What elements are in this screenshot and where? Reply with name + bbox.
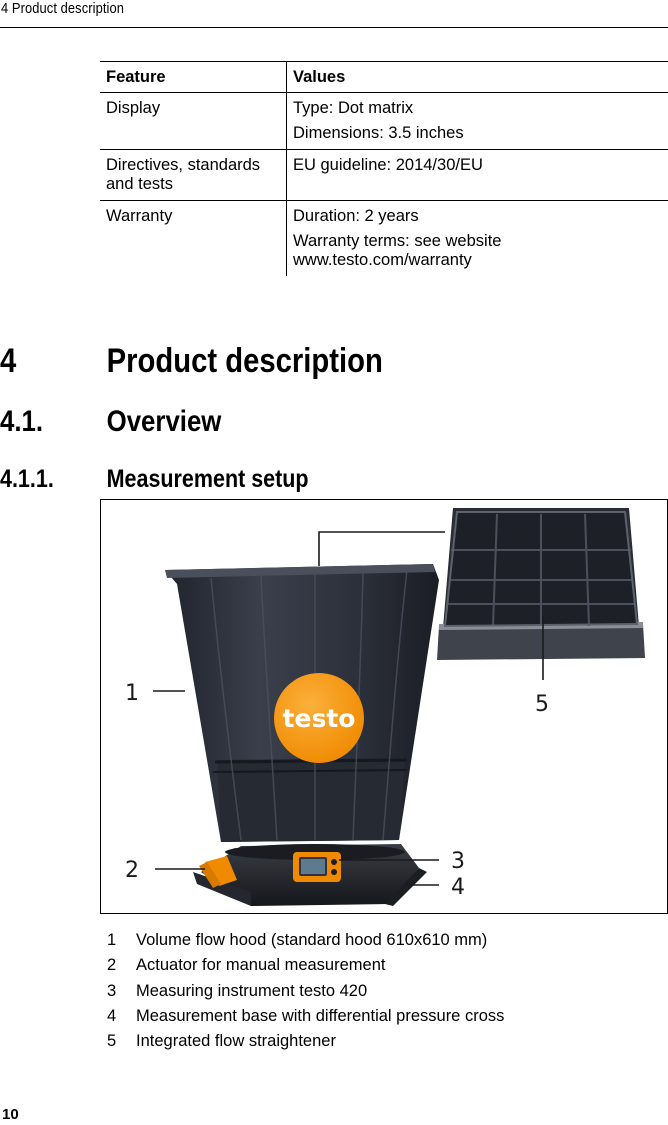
running-header: 4 Product description bbox=[1, 0, 124, 17]
legend-text: Integrated flow straightener bbox=[136, 1032, 336, 1051]
column-header-feature: Feature bbox=[100, 61, 287, 93]
table-header-row: Feature Values bbox=[100, 61, 668, 93]
flow-straightener bbox=[437, 508, 645, 660]
feature-cell: Display bbox=[100, 92, 287, 150]
callout-4: 4 bbox=[451, 875, 465, 900]
values-cell: Duration: 2 years Warranty terms: see we… bbox=[287, 201, 668, 277]
legend-text: Actuator for manual measurement bbox=[136, 956, 386, 975]
legend-number: 4 bbox=[107, 1006, 117, 1025]
legend-text: Measurement base with differential press… bbox=[136, 1006, 505, 1025]
feature-cell: Directives, standards and tests bbox=[100, 149, 287, 201]
figure-legend: 1 Volume flow hood (standard hood 610x610… bbox=[107, 928, 504, 1054]
heading-3-title: Measurement setup bbox=[106, 465, 309, 493]
legend-number: 2 bbox=[107, 956, 117, 975]
heading-1-title: Product description bbox=[106, 342, 383, 380]
value-line: Duration: 2 years bbox=[293, 207, 419, 225]
table-row: Warranty Duration: 2 years Warranty term… bbox=[100, 200, 668, 277]
column-header-values: Values bbox=[293, 68, 346, 86]
heading-1-number: 4 bbox=[0, 342, 17, 380]
legend-text: Volume flow hood (standard hood 610x610 … bbox=[136, 931, 488, 949]
logo-text: testo bbox=[283, 704, 356, 733]
legend-number: 5 bbox=[107, 1032, 117, 1051]
values-cell: EU guideline: 2014/30/EU bbox=[287, 150, 668, 201]
heading-2-title: Overview bbox=[106, 405, 222, 438]
callout-1: 1 bbox=[125, 681, 139, 706]
header-rule bbox=[0, 27, 668, 28]
callout-2: 2 bbox=[125, 858, 139, 883]
feature-cell: Warranty bbox=[100, 200, 287, 276]
legend-text: Measuring instrument testo 420 bbox=[136, 981, 368, 1000]
legend-number: 3 bbox=[107, 981, 117, 1000]
measurement-setup-illustration: testo bbox=[125, 508, 645, 906]
callout-3: 3 bbox=[451, 849, 465, 874]
list-item: 2 Actuator for manual measurement bbox=[107, 953, 504, 978]
page-number: 10 bbox=[2, 1106, 19, 1123]
testo-logo: testo bbox=[274, 673, 364, 763]
list-item: 3 Measuring instrument testo 420 bbox=[107, 979, 504, 1004]
legend-number: 1 bbox=[107, 931, 117, 949]
measurement-setup-figure: testo bbox=[100, 499, 668, 914]
value-line: Warranty terms: see website www.testo.co… bbox=[293, 232, 502, 269]
table-row: Directives, standards and tests EU guide… bbox=[100, 149, 668, 201]
value-line: EU guideline: 2014/30/EU bbox=[293, 156, 483, 174]
values-cell: Type: Dot matrix Dimensions: 3.5 inches bbox=[287, 93, 668, 150]
list-item: 4 Measurement base with differential pres… bbox=[107, 1004, 504, 1029]
list-item: 1 Volume flow hood (standard hood 610x610… bbox=[107, 928, 504, 953]
spec-table: Feature Values Display Type: Dot matrix … bbox=[100, 61, 668, 276]
value-line: Type: Dot matrix bbox=[293, 99, 414, 117]
value-line: Dimensions: 3.5 inches bbox=[293, 124, 464, 142]
measuring-instrument bbox=[293, 852, 341, 882]
list-item: 5 Integrated flow straightener bbox=[107, 1029, 504, 1054]
callout-5: 5 bbox=[535, 692, 549, 717]
callout-lines bbox=[153, 531, 544, 886]
heading-3-number: 4.1.1. bbox=[0, 465, 54, 493]
table-row: Display Type: Dot matrix Dimensions: 3.5… bbox=[100, 92, 668, 150]
heading-2-number: 4.1. bbox=[0, 405, 44, 438]
